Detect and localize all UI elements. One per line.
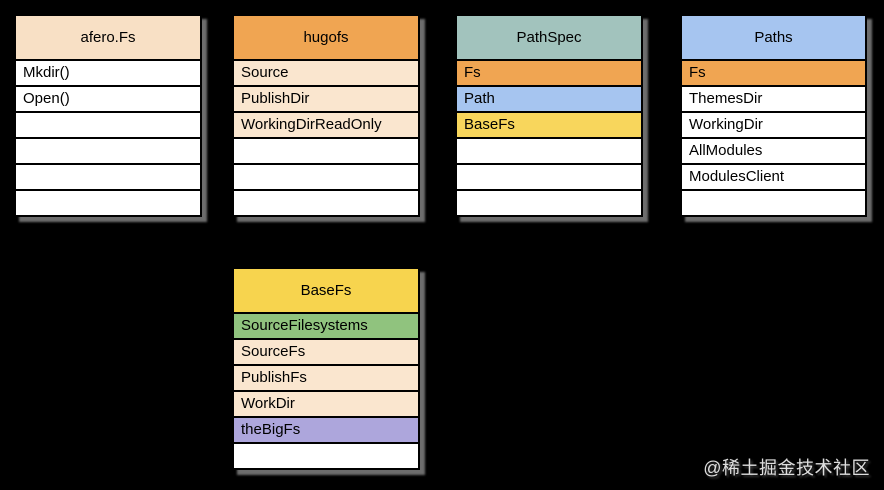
class-row-mkdir: Mkdir() — [16, 61, 200, 85]
class-row-allmodules: AllModules — [682, 137, 865, 163]
class-row-modulesclient: ModulesClient — [682, 163, 865, 189]
class-title-paths: Paths — [682, 16, 865, 61]
class-box-hugofs: hugofs Source PublishDir WorkingDirReadO… — [232, 14, 420, 217]
class-row-empty — [16, 163, 200, 189]
class-row-empty — [234, 189, 418, 215]
class-box-pathspec: PathSpec Fs Path BaseFs — [455, 14, 643, 217]
class-row-workingdirreadonly: WorkingDirReadOnly — [234, 111, 418, 137]
class-row-path: Path — [457, 85, 641, 111]
class-row-themesdir: ThemesDir — [682, 85, 865, 111]
class-row-empty — [457, 189, 641, 215]
class-row-empty — [234, 163, 418, 189]
class-row-empty — [16, 189, 200, 215]
class-row-empty — [16, 111, 200, 137]
class-row-open: Open() — [16, 85, 200, 111]
class-row-sourcefilesystems: SourceFilesystems — [234, 314, 418, 338]
class-row-workdir: WorkDir — [234, 390, 418, 416]
class-title-pathspec: PathSpec — [457, 16, 641, 61]
class-box-basefs: BaseFs SourceFilesystems SourceFs Publis… — [232, 267, 420, 470]
class-title-hugofs: hugofs — [234, 16, 418, 61]
class-row-empty — [16, 137, 200, 163]
class-row-publishdir: PublishDir — [234, 85, 418, 111]
class-row-thebigfs: theBigFs — [234, 416, 418, 442]
class-row-sourcefs: SourceFs — [234, 338, 418, 364]
class-row-fs: Fs — [682, 61, 865, 85]
class-title-afero-fs: afero.Fs — [16, 16, 200, 61]
watermark-text: @稀土掘金技术社区 — [703, 458, 870, 478]
class-box-paths: Paths Fs ThemesDir WorkingDir AllModules… — [680, 14, 867, 217]
class-row-empty — [457, 163, 641, 189]
class-row-empty — [457, 137, 641, 163]
class-row-publishfs: PublishFs — [234, 364, 418, 390]
class-row-basefs: BaseFs — [457, 111, 641, 137]
class-title-basefs: BaseFs — [234, 269, 418, 314]
class-row-empty — [234, 137, 418, 163]
class-row-empty — [682, 189, 865, 215]
class-row-source: Source — [234, 61, 418, 85]
class-box-afero-fs: afero.Fs Mkdir() Open() — [14, 14, 202, 217]
class-row-empty — [234, 442, 418, 468]
class-row-fs: Fs — [457, 61, 641, 85]
class-row-workingdir: WorkingDir — [682, 111, 865, 137]
